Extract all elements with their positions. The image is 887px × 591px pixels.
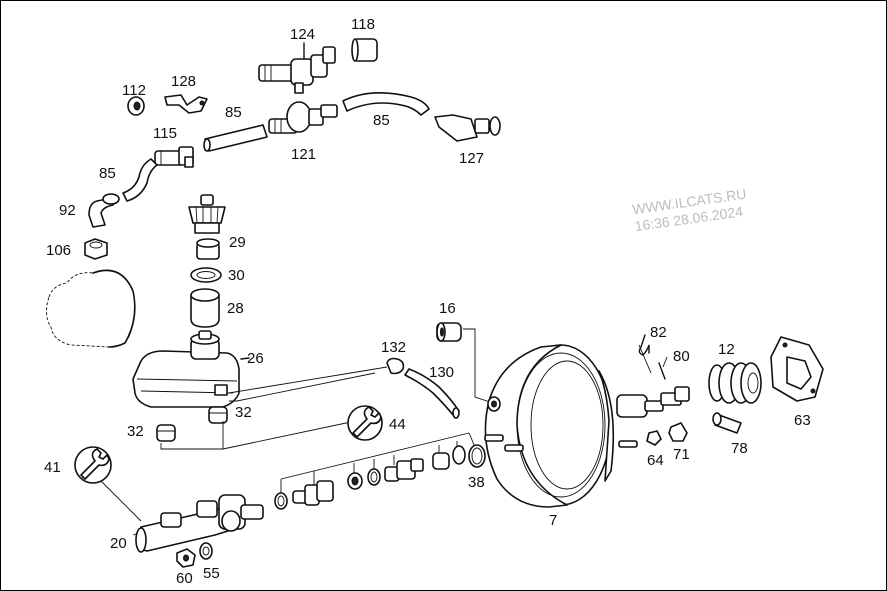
part-cap-sleeve[interactable]	[432, 452, 450, 470]
callout-127: 127	[459, 150, 484, 167]
callout-82: 82	[650, 324, 667, 341]
callout-12: 12	[718, 341, 735, 358]
callout-16: 16	[439, 300, 456, 317]
part-112-grommet[interactable]	[127, 96, 145, 116]
engine-outline	[46, 269, 136, 348]
part-seal-ring-c[interactable]	[367, 468, 381, 486]
callout-60: 60	[176, 570, 193, 587]
part-71-nut[interactable]	[668, 422, 688, 442]
wrench-icon	[347, 405, 383, 441]
part-seal-ring-a[interactable]	[274, 492, 288, 510]
callout-26: 26	[247, 350, 264, 367]
part-124-check-valve[interactable]	[258, 46, 336, 94]
callout-71: 71	[673, 446, 690, 463]
callout-132: 132	[381, 339, 406, 356]
watermark: WWW.ILCATS.RU 16:36 28.06.2024	[631, 186, 747, 235]
part-63-gasket[interactable]	[770, 336, 824, 402]
part-85-hose-bend[interactable]	[122, 158, 158, 202]
part-16-grommet[interactable]	[436, 322, 462, 342]
part-118-sleeve[interactable]	[351, 38, 378, 62]
part-30-seal-ring[interactable]	[190, 267, 222, 283]
part-38-o-ring[interactable]	[468, 444, 486, 468]
callout-115: 115	[153, 125, 177, 142]
callout-85-b: 85	[373, 112, 390, 129]
part-92-elbow[interactable]	[88, 193, 120, 228]
part-121-check-valve[interactable]	[268, 101, 338, 134]
callout-7: 7	[549, 512, 557, 529]
callout-78: 78	[731, 440, 748, 457]
part-32-grommet-b[interactable]	[156, 424, 176, 442]
callout-85-a: 85	[225, 104, 242, 121]
callout-85-c: 85	[99, 165, 116, 182]
part-127-elbow[interactable]	[434, 114, 501, 142]
callout-32-b: 32	[127, 423, 144, 440]
callout-106: 106	[46, 242, 71, 259]
callout-128: 128	[171, 73, 196, 90]
callout-63: 63	[794, 412, 811, 429]
part-80-pin[interactable]	[658, 362, 666, 380]
callout-130: 130	[429, 364, 454, 381]
part-20-master-cylinder[interactable]	[135, 494, 264, 553]
wrench-icon	[74, 446, 112, 484]
part-128-bracket[interactable]	[164, 94, 208, 114]
callout-92: 92	[59, 202, 76, 219]
part-26-reservoir[interactable]	[132, 330, 240, 408]
callout-41: 41	[44, 459, 61, 476]
part-seal-ring-d[interactable]	[452, 445, 466, 465]
callout-44: 44	[389, 416, 406, 433]
part-115-tee-fitting[interactable]	[154, 146, 194, 168]
leader-lines	[100, 328, 668, 536]
callout-64: 64	[647, 452, 664, 469]
callout-20: 20	[110, 535, 127, 552]
callout-labels: 124 118 112 128 85 115 121 85 127 85 92 …	[44, 16, 811, 587]
callout-124: 124	[290, 26, 315, 43]
part-29-cap[interactable]	[188, 194, 226, 260]
part-spring-piston-a[interactable]	[292, 480, 334, 506]
callout-55: 55	[203, 565, 220, 582]
part-12-bellows[interactable]	[708, 362, 762, 404]
callout-29: 29	[229, 234, 246, 251]
callout-38: 38	[468, 474, 485, 491]
part-7-brake-booster[interactable]	[484, 344, 690, 508]
part-55-washer[interactable]	[199, 542, 213, 560]
part-85-hose-straight[interactable]	[203, 124, 268, 152]
callout-118: 118	[351, 16, 375, 33]
part-28-sleeve[interactable]	[190, 288, 220, 328]
part-seal-ring-b[interactable]	[347, 472, 363, 490]
part-60-nut[interactable]	[176, 548, 196, 568]
callout-28: 28	[227, 300, 244, 317]
part-82-cotter-pin[interactable]	[638, 334, 650, 356]
part-64-nut[interactable]	[646, 430, 662, 446]
callout-30: 30	[228, 267, 245, 284]
part-spring-piston-b[interactable]	[384, 458, 424, 482]
part-32-grommet-a[interactable]	[208, 406, 228, 424]
callout-32-a: 32	[235, 404, 252, 421]
part-78-pin[interactable]	[712, 412, 742, 434]
part-106-nut[interactable]	[84, 238, 108, 260]
part-85-hose-curved[interactable]	[342, 92, 430, 116]
callout-112: 112	[122, 82, 146, 99]
callout-121: 121	[291, 146, 316, 163]
part-132-clip[interactable]	[386, 357, 405, 375]
callout-80: 80	[673, 348, 690, 365]
